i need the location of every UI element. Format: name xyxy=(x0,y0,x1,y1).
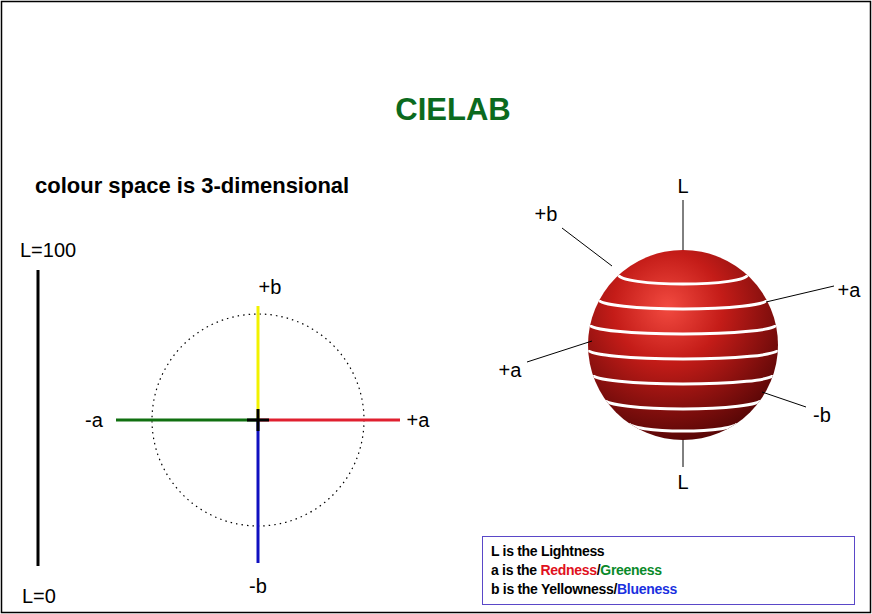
axis-label: -b xyxy=(813,404,831,426)
axis-label: -b xyxy=(249,575,267,597)
subtitle: colour space is 3-dimensional xyxy=(35,174,349,198)
sphere-axis xyxy=(683,200,684,250)
legend-line: L is the Lightness xyxy=(491,542,846,561)
scale-label: L=100 xyxy=(20,239,76,261)
axis-label: +b xyxy=(535,203,558,225)
legend-text: Yellowness xyxy=(541,581,613,597)
center-cross xyxy=(257,409,260,431)
legend-text: a is the xyxy=(491,562,540,578)
legend-line: b is the Yellowness/Blueness xyxy=(491,580,846,599)
axis-label: +a xyxy=(838,279,861,301)
legend-text: Greeness xyxy=(600,562,661,578)
axis-label: +a xyxy=(499,359,522,381)
sphere-axis xyxy=(683,440,684,467)
legend-text: / xyxy=(597,562,601,578)
legend-box: L is the Lightnessa is the Redness/Green… xyxy=(482,536,855,605)
scale-label: L=0 xyxy=(22,585,56,607)
title: CIELAB xyxy=(395,93,510,127)
plus-a-axis xyxy=(258,419,400,422)
axis-label: +a xyxy=(407,409,430,431)
legend-text: / xyxy=(613,581,617,597)
legend-line: a is the Redness/Greeness xyxy=(491,561,846,580)
legend-text: Blueness xyxy=(617,581,677,597)
sphere-axis xyxy=(762,392,806,407)
legend-text: L is the Lightness xyxy=(491,543,604,559)
axis-label: L xyxy=(677,175,688,197)
axis-label: +b xyxy=(259,276,282,298)
minus-b-axis xyxy=(257,420,260,563)
sphere-axis xyxy=(562,228,612,266)
lightness-axis xyxy=(37,270,40,566)
sphere-axis xyxy=(766,286,834,302)
legend-text: b is the xyxy=(491,581,541,597)
axis-label: L xyxy=(677,471,688,493)
color-sphere xyxy=(588,250,778,440)
sphere-axis xyxy=(527,341,592,362)
minus-a-axis xyxy=(116,419,258,422)
plus-b-axis xyxy=(257,306,260,420)
sphere-bands xyxy=(588,275,778,431)
axis-label: -a xyxy=(85,409,103,431)
legend-text: Redness xyxy=(540,562,596,578)
